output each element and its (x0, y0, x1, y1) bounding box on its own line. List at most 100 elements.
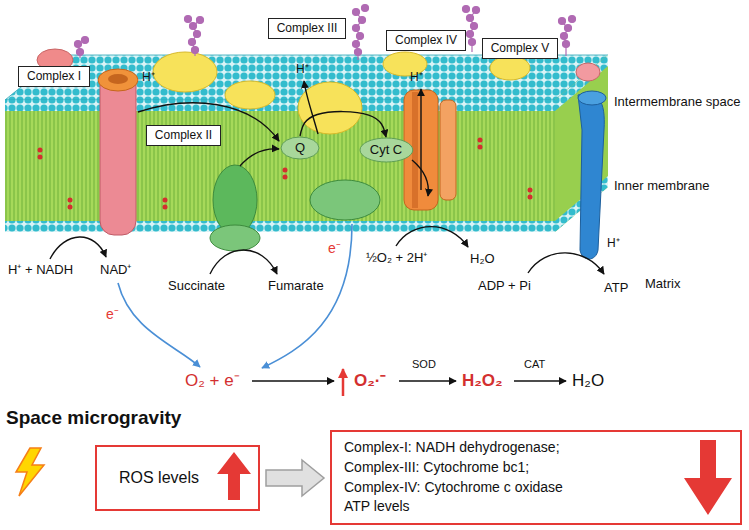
complex-label: Complex III (268, 18, 346, 39)
glycan-chain (355, 49, 362, 56)
product-label: ATP (604, 280, 628, 296)
membrane-protein-blob (576, 63, 600, 81)
node-text: Q (295, 140, 305, 156)
lipid-molecule (68, 198, 73, 203)
membrane-bilayer (555, 55, 608, 111)
lipid-molecule (478, 145, 483, 150)
proton-label: H⁺ (142, 70, 155, 84)
node-text: Cyt C (370, 142, 403, 158)
substrate-label: ½O₂ + 2H⁺ (366, 250, 427, 266)
ros-box: ROS levels (95, 445, 260, 511)
complex-ii-protein (210, 165, 260, 251)
ros-reaction-arrow (252, 380, 334, 382)
membrane-bilayer (5, 55, 608, 232)
electron-leak-arrow (118, 283, 200, 367)
reaction-arrow (304, 81, 318, 134)
electron-leak-arrow (118, 224, 352, 368)
reaction-arrow (528, 253, 604, 274)
complex-ii-protein (210, 225, 260, 251)
enzyme-label: CAT (524, 358, 545, 371)
reaction-term: H₂O (572, 371, 604, 391)
lipid-molecule (283, 168, 288, 173)
complex-iv-protein (440, 100, 456, 200)
glycan-chain (471, 23, 478, 30)
complex-i-protein (98, 69, 138, 235)
electron-label: e⁻ (328, 240, 341, 257)
lipid-molecule (528, 188, 533, 193)
increase-arrow (217, 452, 251, 500)
product-label: NAD⁺ (100, 262, 131, 278)
node-text: Complex III (277, 21, 338, 35)
glycan-chain (75, 41, 82, 48)
enzyme-label: SOD (412, 358, 436, 371)
glycan-chain (563, 41, 570, 48)
block-arrow (266, 460, 324, 496)
glycan-chain (362, 5, 369, 12)
membrane-bilayer (5, 221, 555, 232)
membrane-protein-blob (225, 81, 275, 109)
node-text: ROS levels (119, 467, 199, 489)
product-label: H₂O (470, 251, 495, 267)
glycan-chain (192, 47, 199, 54)
glycan-chain (463, 6, 470, 13)
node-text: Complex II (155, 128, 212, 142)
complex-label: Complex IV (386, 30, 466, 51)
complex-label: Complex II (146, 125, 221, 146)
complex-v-protein (578, 94, 604, 259)
glycan-chain (82, 37, 89, 44)
glycan-chain (359, 17, 366, 24)
membrane-protein-blob (490, 56, 530, 80)
membrane-protein-blob (153, 52, 217, 92)
reaction-term: H₂O₂ (462, 371, 503, 391)
membrane-bilayer (5, 111, 555, 221)
proton-label: H⁺ (607, 236, 620, 250)
glycan-chain (353, 41, 360, 48)
complex-iii-protein (310, 180, 380, 220)
glycan-chain (353, 25, 360, 32)
lipid-molecule (163, 198, 168, 203)
glycan-chain (185, 16, 192, 23)
lipid-molecule (163, 205, 168, 210)
lightning-icon (16, 448, 44, 496)
membrane-bilayer (5, 100, 555, 111)
glycan-chain (357, 33, 364, 40)
glycan-chain (565, 25, 572, 32)
ros-reaction-arrow (514, 380, 566, 382)
region-label: Intermembrane space (614, 94, 740, 110)
ellipse-outline (360, 138, 413, 162)
node-text: Complex I (27, 69, 81, 83)
reaction-arrow (240, 149, 279, 166)
lipid-molecule (68, 205, 73, 210)
glycan-chain (569, 16, 576, 23)
ros-reaction-arrow (252, 380, 566, 382)
reaction-arrow (210, 250, 277, 274)
reaction-arrow (420, 89, 421, 190)
quinone-ellipse: Q (280, 136, 320, 160)
node-text: Complex IV (395, 33, 457, 47)
complex-i-protein (98, 69, 138, 91)
glycan-chain (75, 5, 576, 61)
electron-transfer-arrow (300, 112, 386, 137)
node-text: ATP levels (344, 497, 410, 517)
reaction-arrow (396, 227, 468, 247)
glycan-chain (194, 31, 201, 38)
node-text: Complex-I: NADH dehydrogenase; (344, 438, 560, 458)
complex-label: Complex V (482, 38, 558, 59)
region-label: Matrix (645, 276, 680, 292)
increase-arrow (342, 369, 345, 396)
section-title: Space microgravity (6, 407, 181, 429)
glycan-chain (473, 7, 480, 14)
lipid-molecule (478, 138, 483, 143)
region-label: Inner membrane (614, 178, 709, 194)
substrate-label: Succinate (168, 278, 225, 294)
lipid-molecule (283, 175, 288, 180)
complex-iii-protein (298, 82, 362, 134)
glycan-chain (197, 17, 204, 24)
lipid-molecule (38, 148, 43, 153)
reaction-arrow (50, 81, 604, 274)
complex-iv-protein (412, 92, 418, 208)
node-text: Complex-III: Cytochrome bc1; (344, 458, 529, 478)
glycan-chain (469, 39, 476, 46)
glycan-chain (467, 15, 474, 22)
